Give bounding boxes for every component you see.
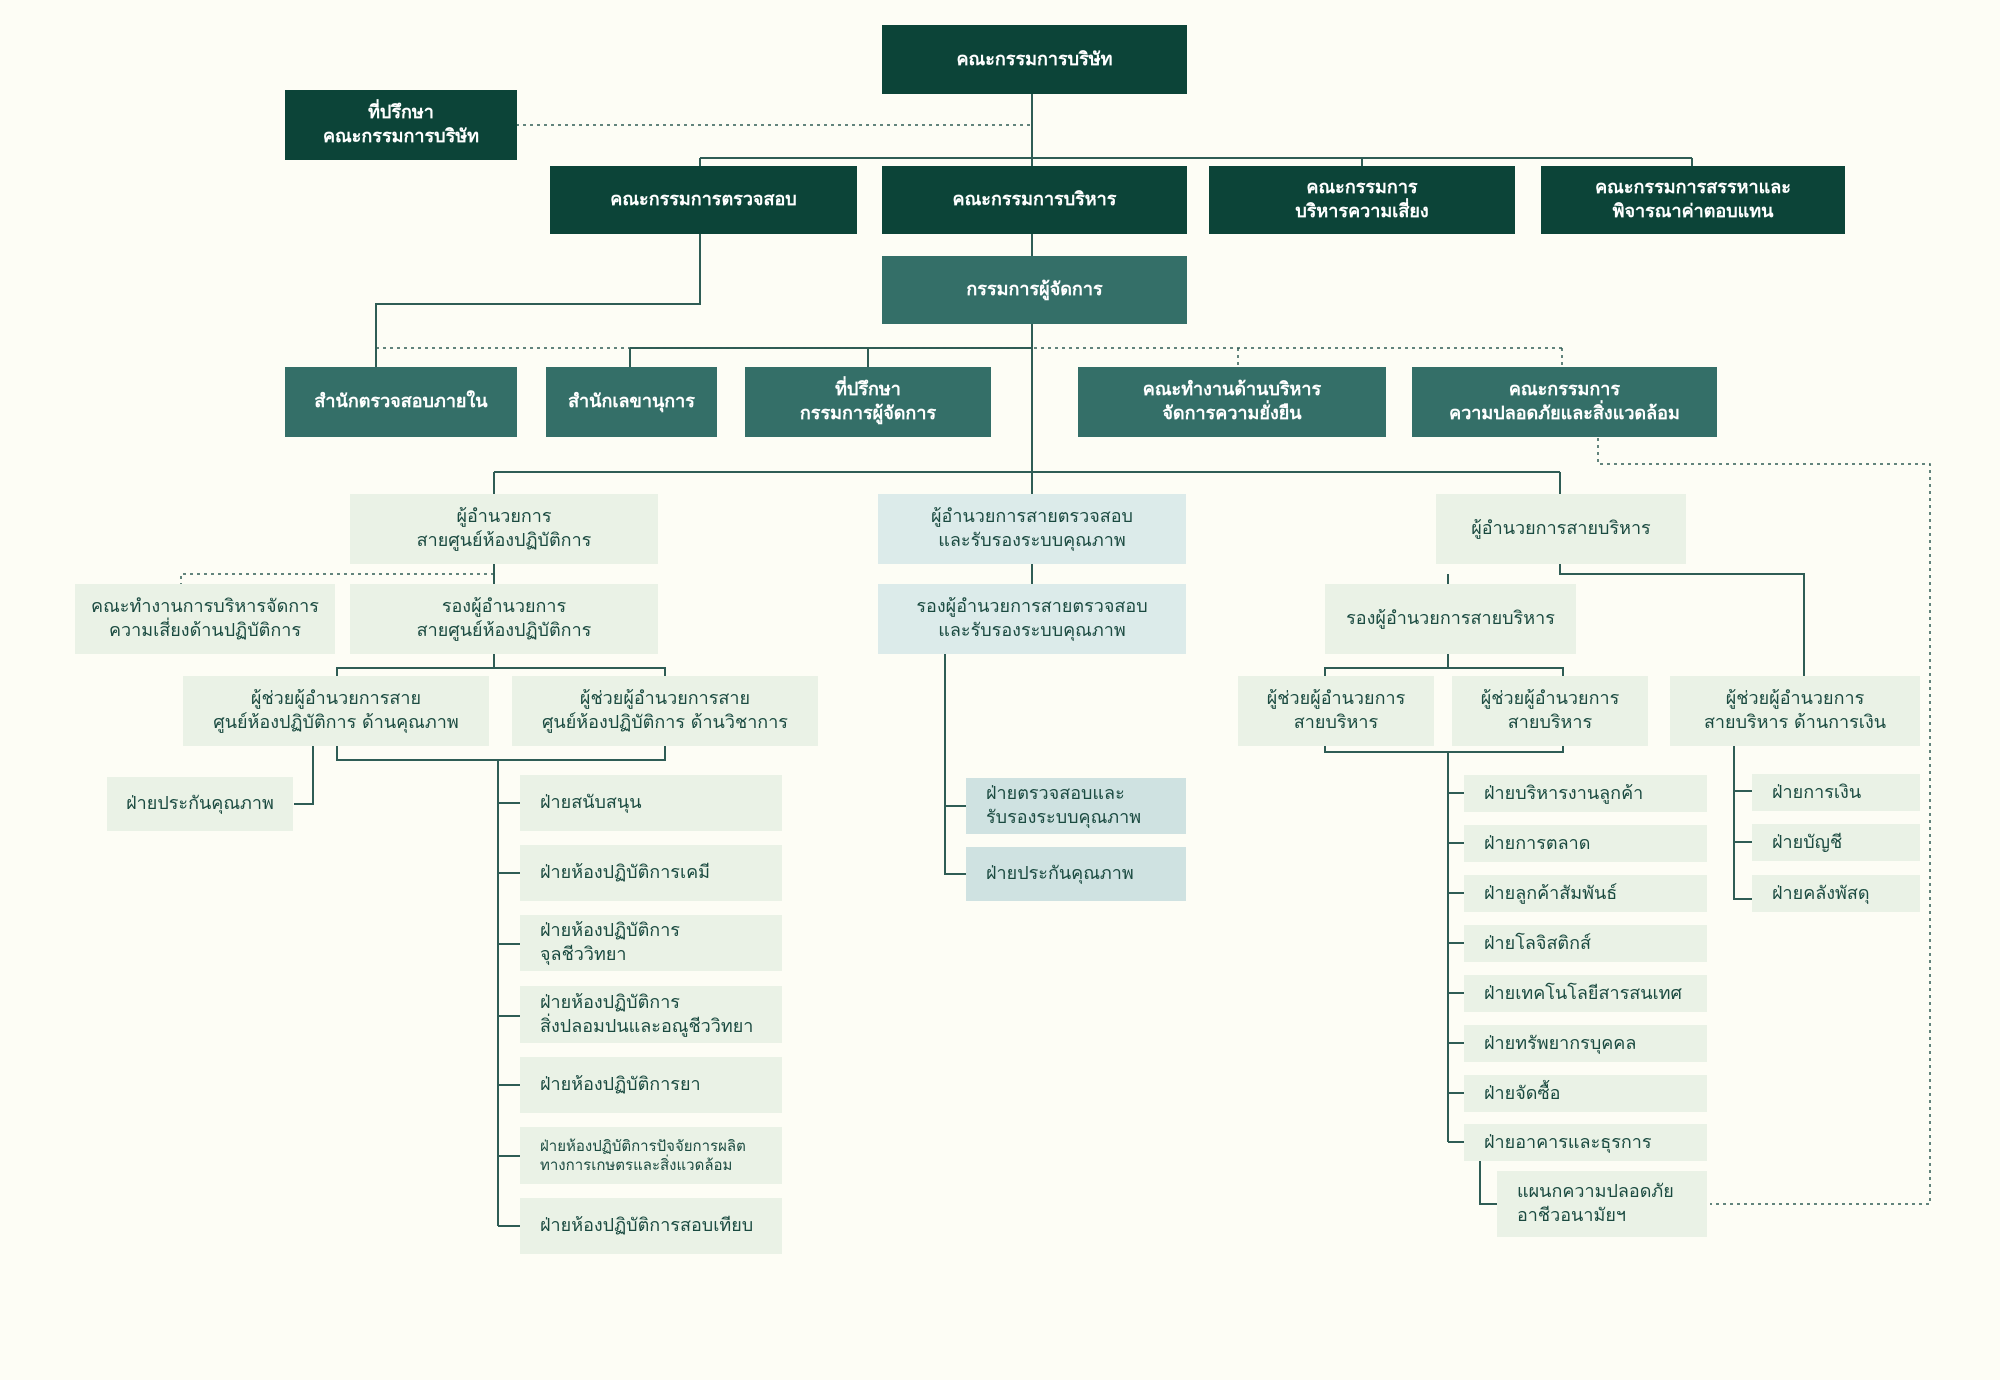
node-adm-logistics: ฝ่ายโลจิสติกส์ [1464,925,1707,962]
node-insp-deputy: รองผู้อำนวยการสายตรวจสอบ และรับรองระบบคุ… [878,584,1186,654]
node-adm-director: ผู้อำนวยการสายบริหาร [1436,494,1686,564]
node-secretariat: สำนักเลขานุการ [546,367,717,437]
node-adm-asst-finance: ผู้ช่วยผู้อำนวยการ สายบริหาร ด้านการเงิน [1670,676,1920,746]
node-lab-micro: ฝ่ายห้องปฏิบัติการ จุลชีววิทยา [520,915,782,971]
node-fin-accounting: ฝ่ายบัญชี [1752,824,1920,861]
node-nomination-committee: คณะกรรมการสรรหาและ พิจารณาค่าตอบแทน [1541,166,1845,234]
node-adm-asst-2: ผู้ช่วยผู้อำนวยการ สายบริหาร [1452,676,1648,746]
node-board-advisor: ที่ปรึกษา คณะกรรมการบริษัท [285,90,517,160]
node-lab-risk-wg: คณะทำงานการบริหารจัดการ ความเสี่ยงด้านปฏ… [75,584,335,654]
node-lab-asst-quality: ผู้ช่วยผู้อำนวยการสาย ศูนย์ห้องปฏิบัติกา… [183,676,489,746]
node-lab-support: ฝ่ายสนับสนุน [520,775,782,831]
node-lab-drug: ฝ่ายห้องปฏิบัติการยา [520,1057,782,1113]
node-lab-calib: ฝ่ายห้องปฏิบัติการสอบเทียบ [520,1198,782,1254]
node-adm-it: ฝ่ายเทคโนโลยีสารสนเทศ [1464,975,1707,1012]
node-fin-finance: ฝ่ายการเงิน [1752,774,1920,811]
node-lab-chem: ฝ่ายห้องปฏิบัติการเคมี [520,845,782,901]
node-adm-asst-1: ผู้ช่วยผู้อำนวยการ สายบริหาร [1238,676,1434,746]
node-board: คณะกรรมการบริษัท [882,25,1187,94]
node-managing-director: กรรมการผู้จัดการ [882,256,1187,324]
node-md-advisor: ที่ปรึกษา กรรมการผู้จัดการ [745,367,991,437]
node-adm-deputy: รองผู้อำนวยการสายบริหาร [1325,584,1576,654]
node-risk-committee: คณะกรรมการ บริหารความเสี่ยง [1209,166,1515,234]
node-insp-director: ผู้อำนวยการสายตรวจสอบ และรับรองระบบคุณภา… [878,494,1186,564]
node-lab-director: ผู้อำนวยการ สายศูนย์ห้องปฏิบัติการ [350,494,658,564]
node-insp-dept: ฝ่ายตรวจสอบและ รับรองระบบคุณภาพ [966,778,1186,834]
node-lab-qa: ฝ่ายประกันคุณภาพ [107,777,293,831]
node-executive-committee: คณะกรรมการบริหาร [882,166,1187,234]
node-audit-committee: คณะกรรมการตรวจสอบ [550,166,857,234]
node-safety-committee: คณะกรรมการ ความปลอดภัยและสิ่งแวดล้อม [1412,367,1717,437]
node-lab-agri: ฝ่ายห้องปฏิบัติการปัจจัยการผลิต ทางการเก… [520,1127,782,1184]
node-lab-asst-academic: ผู้ช่วยผู้อำนวยการสาย ศูนย์ห้องปฏิบัติกา… [512,676,818,746]
node-internal-audit: สำนักตรวจสอบภายใน [285,367,517,437]
node-adm-customer: ฝ่ายบริหารงานลูกค้า [1464,775,1707,812]
node-adm-safety-unit: แผนกความปลอดภัย อาชีวอนามัยฯ [1497,1171,1707,1237]
node-adm-building: ฝ่ายอาคารและธุรการ [1464,1124,1707,1161]
node-adm-hr: ฝ่ายทรัพยากรบุคคล [1464,1025,1707,1062]
node-fin-stores: ฝ่ายคลังพัสดุ [1752,875,1920,912]
node-adm-marketing: ฝ่ายการตลาด [1464,825,1707,862]
node-sustainability-wg: คณะทำงานด้านบริหาร จัดการความยั่งยืน [1078,367,1386,437]
node-lab-deputy: รองผู้อำนวยการ สายศูนย์ห้องปฏิบัติการ [350,584,658,654]
node-adm-procure: ฝ่ายจัดซื้อ [1464,1075,1707,1112]
node-insp-qa: ฝ่ายประกันคุณภาพ [966,847,1186,901]
node-adm-relations: ฝ่ายลูกค้าสัมพันธ์ [1464,875,1707,912]
node-lab-contam: ฝ่ายห้องปฏิบัติการ สิ่งปลอมปนและอณูชีววิ… [520,986,782,1043]
